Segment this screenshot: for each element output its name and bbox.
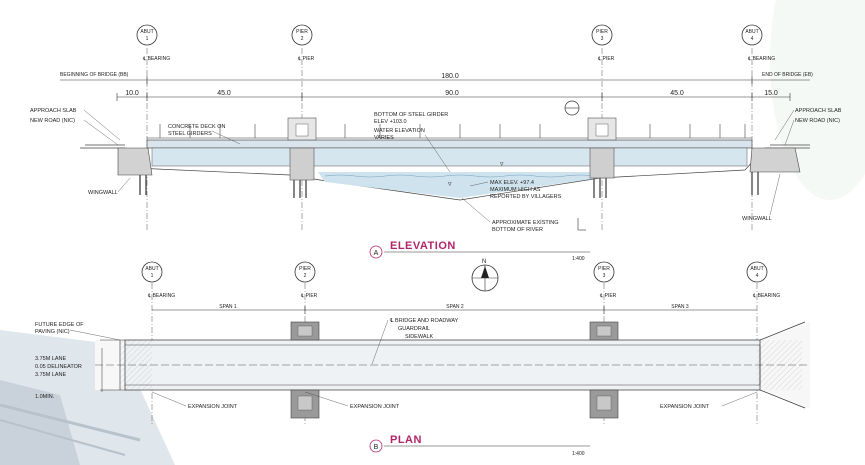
lane-label: 3.75M LANE — [35, 372, 67, 378]
span-dim: 90.0 — [445, 90, 459, 97]
approach-slab-label: APPROACH SLAB — [795, 108, 842, 114]
marker-tag: ℄ BEARING — [147, 293, 175, 299]
plan-pier-3 — [589, 321, 619, 419]
new-road-label: NEW ROAD (NIC) — [30, 118, 75, 124]
span-label: SPAN 3 — [671, 304, 689, 310]
marker-label: ABUT — [140, 29, 153, 35]
span-dim: 15.0 — [764, 90, 778, 97]
steel-girder — [151, 147, 748, 167]
approach-slab-label: APPROACH SLAB — [30, 108, 77, 114]
plan-marker-pier-2: PIER 2 ℄ PIER — [294, 261, 318, 425]
title-letter: A — [374, 250, 379, 257]
water-level-icon: ▿ — [500, 161, 504, 168]
river-water — [318, 172, 598, 198]
max-elevation-note: REPORTED BY VILLAGERS — [490, 194, 562, 200]
max-elevation-note: MAXIMUM HIGH AS — [490, 187, 541, 193]
plan-title-text: PLAN — [390, 434, 422, 446]
marker-number: 1 — [146, 36, 149, 42]
elevation-marker-abut-1: ABUT 1 ℄ BEARING — [136, 24, 170, 230]
beginning-of-bridge-label: BEGINNING OF BRIDGE (BB) — [60, 72, 129, 78]
marker-tag: ℄ BEARING — [747, 56, 775, 62]
plan-scale: 1:400 — [572, 451, 585, 457]
end-of-bridge-label: END OF BRIDGE (EB) — [762, 72, 813, 78]
future-edge-label: PAVING (NIC) — [35, 329, 70, 335]
deck-note: CONCRETE DECK ON — [168, 124, 225, 130]
new-road-label: NEW ROAD (NIC) — [795, 118, 840, 124]
plan-pier-2 — [290, 321, 320, 419]
pier-2 — [287, 117, 317, 181]
river-bottom-note: BOTTOM OF RIVER — [492, 227, 543, 233]
marker-tag: ℄ BEARING — [142, 56, 170, 62]
marker-label: ABUT — [145, 266, 158, 272]
marker-tag: ℄ BEARING — [752, 293, 780, 299]
plan-marker-abut-4: ABUT 4 ℄ BEARING — [746, 261, 780, 425]
expansion-joint-label: EXPANSION JOINT — [660, 404, 710, 410]
bridge-deck — [146, 139, 753, 149]
north-label: N — [482, 259, 486, 265]
elevation-title-text: ELEVATION — [390, 240, 456, 252]
girder-note: BOTTOM OF STEEL GIRDER — [374, 112, 448, 118]
marker-number: 2 — [301, 36, 304, 42]
water-note: WATER ELEVATION — [374, 128, 425, 134]
water-note: VARIES — [374, 135, 394, 141]
plan-view: ABUT 1 ℄ BEARING PIER 2 ℄ PIER PIER 3 ℄ … — [35, 259, 810, 457]
expansion-joint-label: EXPANSION JOINT — [188, 404, 238, 410]
deck-note: STEEL GIRDERS — [168, 131, 212, 137]
left-abutment — [117, 147, 153, 176]
marker-label: PIER — [596, 29, 608, 35]
span-label: SPAN 1 — [219, 304, 237, 310]
marker-number: 2 — [304, 273, 307, 279]
overall-dimension: BEGINNING OF BRIDGE (BB) END OF BRIDGE (… — [60, 72, 813, 84]
span-dim: 45.0 — [217, 90, 231, 97]
plan-roadway — [95, 321, 810, 409]
plan-title: B PLAN 1:400 — [369, 434, 590, 457]
railing-posts — [159, 124, 746, 138]
sidewalk-label: SIDEWALK — [405, 334, 434, 340]
expansion-joint-label: EXPANSION JOINT — [350, 404, 400, 410]
plan-span-dimensions: SPAN 1 SPAN 2 SPAN 3 — [152, 304, 757, 314]
marker-label: PIER — [299, 266, 311, 272]
elevation-marker-pier-3: PIER 3 ℄ PIER — [591, 24, 615, 230]
elevation-view: ABUT 1 ℄ BEARING PIER 2 ℄ PIER PIER 3 ℄ … — [30, 24, 842, 262]
max-elevation-note: MAX ELEV. +97.4 — [490, 180, 534, 186]
elevation-scale: 1:400 — [572, 256, 585, 262]
wingwall-label: WINGWALL — [88, 190, 118, 196]
water-level-icon: ▿ — [448, 181, 452, 188]
marker-tag: ℄ PIER — [599, 293, 617, 299]
girder-note: ELEV +103.0 — [374, 119, 407, 125]
span-dimensions: 10.0 45.0 90.0 45.0 15.0 — [116, 90, 791, 101]
right-abutment — [749, 147, 801, 173]
elevation-title: A ELEVATION 1:400 — [369, 240, 590, 262]
marker-number: 3 — [603, 273, 606, 279]
lane-label: 3.75M LANE — [35, 356, 67, 362]
river-bottom-note: APPROXIMATE EXISTING — [492, 220, 559, 226]
min-width-label: 1.0MIN. — [35, 394, 55, 400]
marker-number: 1 — [151, 273, 154, 279]
marker-number: 4 — [751, 36, 754, 42]
wingwall-label: WINGWALL — [742, 216, 772, 222]
marker-label: PIER — [598, 266, 610, 272]
marker-number: 3 — [601, 36, 604, 42]
guardrail-label: GUARDRAIL — [398, 326, 430, 332]
marker-label: PIER — [296, 29, 308, 35]
marker-tag: ℄ PIER — [300, 293, 318, 299]
pier-3 — [587, 117, 617, 179]
centerline-label: ℄ BRIDGE AND ROADWAY — [389, 318, 459, 324]
marker-label: ABUT — [750, 266, 763, 272]
span-dim: 10.0 — [125, 90, 139, 97]
title-letter: B — [374, 444, 379, 451]
north-arrow-icon: N — [471, 259, 499, 292]
plan-marker-abut-1: ABUT 1 ℄ BEARING — [141, 261, 175, 425]
total-length-label: 180.0 — [441, 73, 459, 80]
future-edge-label: FUTURE EDGE OF — [35, 322, 84, 328]
delineator-label: 0.05 DELINEATOR — [35, 364, 82, 370]
marker-tag: ℄ PIER — [597, 56, 615, 62]
span-dim: 45.0 — [670, 90, 684, 97]
marker-number: 4 — [756, 273, 759, 279]
terrain — [80, 144, 810, 201]
marker-tag: ℄ PIER — [297, 56, 315, 62]
span-label: SPAN 2 — [446, 304, 464, 310]
marker-label: ABUT — [745, 29, 758, 35]
